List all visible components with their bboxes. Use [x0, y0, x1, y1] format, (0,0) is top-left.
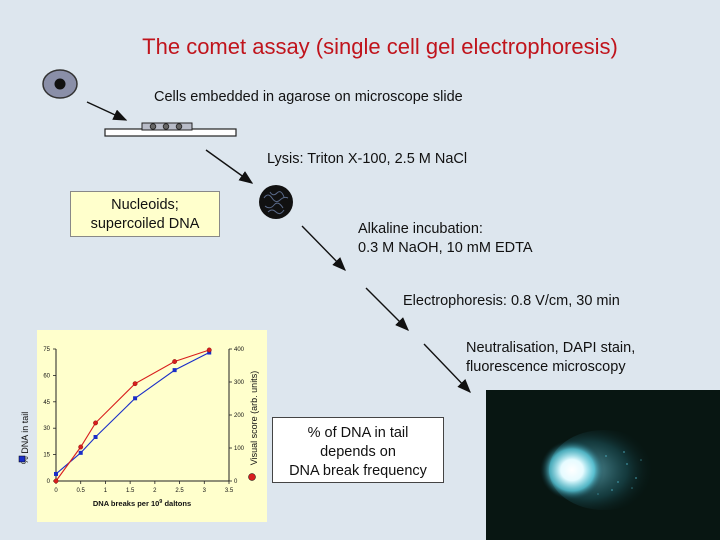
- microscope-slide-icon: [104, 122, 237, 137]
- x-axis-label: DNA breaks per 109 daltons: [93, 499, 191, 508]
- step-lysis: Lysis: Triton X-100, 2.5 M NaCl: [267, 151, 468, 167]
- arrow-2: [205, 149, 254, 184]
- x-axis-label-main: DNA breaks per 10: [93, 499, 159, 508]
- series-line-2: [55, 349, 210, 482]
- y-right-tick-label: 300: [234, 380, 245, 386]
- y-left-tick-label: 75: [43, 347, 50, 353]
- arrow-3: [301, 225, 346, 272]
- series-2-point: [206, 347, 212, 353]
- y-right-tick-label: 0: [234, 479, 238, 485]
- y-right-tick-label: 400: [234, 347, 245, 353]
- y-left-tick-label: 60: [43, 373, 50, 379]
- tail-callout: % of DNA in tail depends on DNA break fr…: [272, 417, 444, 483]
- step-electrophoresis: Electrophoresis: 0.8 V/cm, 30 min: [403, 293, 620, 309]
- step-alkaline-line1: Alkaline incubation:: [358, 221, 483, 237]
- y-axis-right-label: Visual score (arb. units): [249, 371, 259, 465]
- step-embed: Cells embedded in agarose on microscope …: [154, 89, 463, 105]
- y-left-tick-label: 30: [43, 426, 50, 432]
- arrow-4: [365, 287, 409, 331]
- x-tick-label: 1.5: [126, 488, 135, 494]
- series-2-point: [172, 359, 178, 364]
- x-axis-label-exp: 9: [159, 499, 162, 505]
- nucleoids-line2: supercoiled DNA: [90, 216, 200, 232]
- series-1-point: [78, 450, 83, 455]
- series-2-point: [78, 444, 84, 450]
- x-tick-label: 1: [104, 488, 108, 494]
- y-axis-left-label: % DNA in tail: [20, 412, 30, 465]
- series-2-point: [53, 478, 59, 484]
- series-2-point: [132, 381, 138, 387]
- step-neutral-line1: Neutralisation, DAPI stain,: [466, 340, 636, 356]
- series-1-point: [93, 435, 98, 439]
- y-right-tick-label: 100: [234, 446, 245, 452]
- step-neutralisation: Neutralisation, DAPI stain, fluorescence…: [466, 339, 635, 377]
- series-1-point: [207, 350, 212, 355]
- legend-blue-square: [18, 455, 26, 463]
- slide-title: The comet assay (single cell gel electro…: [142, 34, 618, 59]
- arrow-5: [423, 343, 471, 394]
- x-tick-label: 2: [153, 488, 157, 494]
- tail-line2: depends on: [320, 444, 396, 460]
- step-alkaline-line2: 0.3 M NaOH, 10 mM EDTA: [358, 240, 533, 256]
- x-tick-label: 3: [203, 488, 207, 494]
- step-alkaline: Alkaline incubation: 0.3 M NaOH, 10 mM E…: [358, 220, 533, 258]
- x-tick-label: 2.5: [175, 488, 184, 494]
- tail-line3: DNA break frequency: [289, 463, 427, 479]
- x-tick-label: 0: [54, 488, 58, 494]
- x-tick-label: 0.5: [77, 488, 86, 494]
- nucleoids-line1: Nucleoids;: [111, 197, 179, 213]
- series-1-point: [172, 368, 177, 373]
- cell-icon: [42, 69, 78, 99]
- series-2-point: [93, 420, 98, 426]
- series-line-1: [55, 352, 210, 475]
- y-left-tick-label: 0: [47, 479, 51, 485]
- nucleoids-callout: Nucleoids; supercoiled DNA: [70, 191, 220, 237]
- tail-line1: % of DNA in tail: [307, 425, 409, 441]
- x-axis-label-suffix: daltons: [162, 499, 191, 508]
- nucleoid-icon: [259, 185, 293, 219]
- x-tick-label: 3.5: [225, 488, 234, 494]
- y-left-tick-label: 45: [43, 400, 50, 406]
- step-neutral-line2: fluorescence microscopy: [466, 359, 626, 375]
- series-1-point: [133, 396, 138, 401]
- y-left-tick-label: 15: [43, 453, 50, 459]
- legend-red-circle: [248, 473, 256, 481]
- comet-micrograph: [486, 390, 720, 540]
- y-right-tick-label: 200: [234, 413, 245, 419]
- arrow-1: [86, 101, 128, 121]
- series-1-point: [54, 471, 58, 476]
